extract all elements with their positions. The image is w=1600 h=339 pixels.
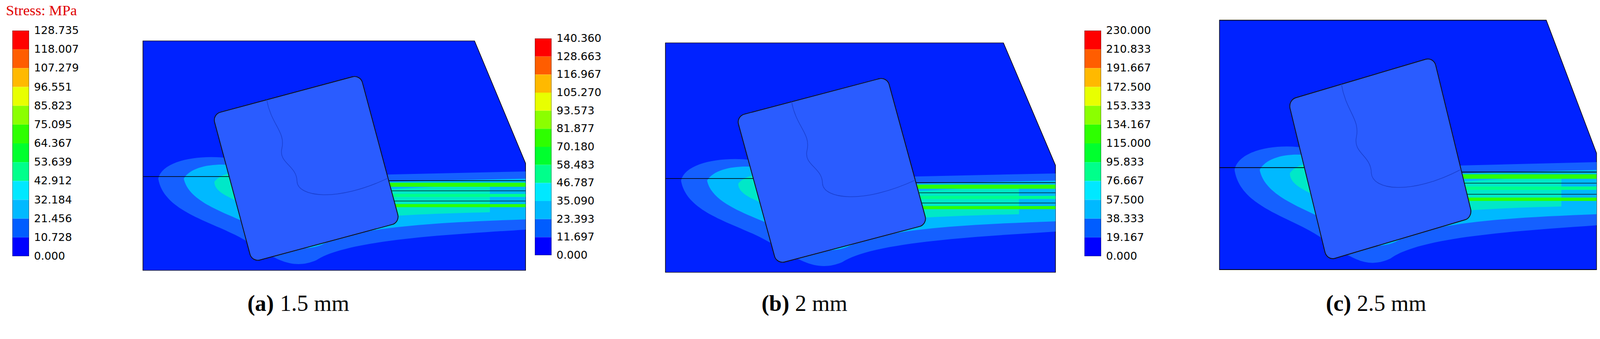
- colorbar-value: 64.367: [34, 137, 72, 150]
- colorbar-value: 153.333: [1106, 100, 1151, 112]
- panel-letter: (b): [761, 290, 790, 317]
- colorbar-value: 21.456: [34, 212, 72, 225]
- colorbar-value: 46.787: [556, 176, 595, 189]
- colorbar-value: 134.167: [1106, 118, 1151, 131]
- colorbar-value: 42.912: [34, 174, 72, 187]
- colorbar-value: 19.167: [1106, 231, 1145, 244]
- colorbar-value: 93.573: [556, 104, 595, 117]
- colorbar-value: 118.007: [34, 43, 79, 56]
- colorbar-value: 128.735: [34, 24, 79, 37]
- colorbar-value: 38.333: [1106, 212, 1145, 225]
- panel-caption: 2 mm: [795, 290, 848, 317]
- colorbar-value: 230.000: [1106, 24, 1151, 37]
- colorbar-value: 76.667: [1106, 174, 1145, 187]
- unit-label: Stress: MPa: [5, 1, 77, 19]
- colorbar-value: 191.667: [1106, 62, 1151, 74]
- colorbar-value: 23.393: [556, 213, 595, 226]
- colorbar-value: 70.180: [556, 140, 595, 153]
- colorbar-value: 210.833: [1106, 43, 1151, 56]
- colorbar-value: 0.000: [34, 250, 66, 263]
- colorbar-value: 115.000: [1106, 137, 1151, 150]
- colorbar-value: 105.270: [556, 86, 602, 99]
- colorbar-value: 0.000: [556, 249, 588, 262]
- colorbar-value: 10.728: [34, 231, 72, 244]
- colorbar-value: 11.697: [556, 231, 595, 244]
- colorbar-value: 58.483: [556, 159, 595, 172]
- colorbar-value: 0.000: [1106, 250, 1138, 263]
- colorbar-value: 81.877: [556, 122, 595, 135]
- colorbar-value: 107.279: [34, 62, 79, 74]
- colorbar-value: 32.184: [34, 194, 72, 207]
- colorbar-value: 116.967: [556, 68, 602, 81]
- colorbar-value: 172.500: [1106, 81, 1151, 94]
- colorbar-value: 35.090: [556, 195, 595, 208]
- panel-caption: 2.5 mm: [1356, 290, 1427, 317]
- panel-caption: 1.5 mm: [279, 290, 350, 317]
- colorbar-value: 95.833: [1106, 156, 1145, 169]
- colorbar-value: 75.095: [34, 118, 72, 131]
- colorbar-value: 85.823: [34, 100, 72, 112]
- colorbar-value: 57.500: [1106, 194, 1145, 207]
- colorbar-value: 140.360: [556, 32, 602, 45]
- panel-letter: (a): [247, 290, 275, 317]
- panel-letter: (c): [1325, 290, 1352, 317]
- colorbar-value: 96.551: [34, 81, 72, 94]
- colorbar-value: 53.639: [34, 156, 72, 169]
- colorbar-value: 128.663: [556, 50, 602, 63]
